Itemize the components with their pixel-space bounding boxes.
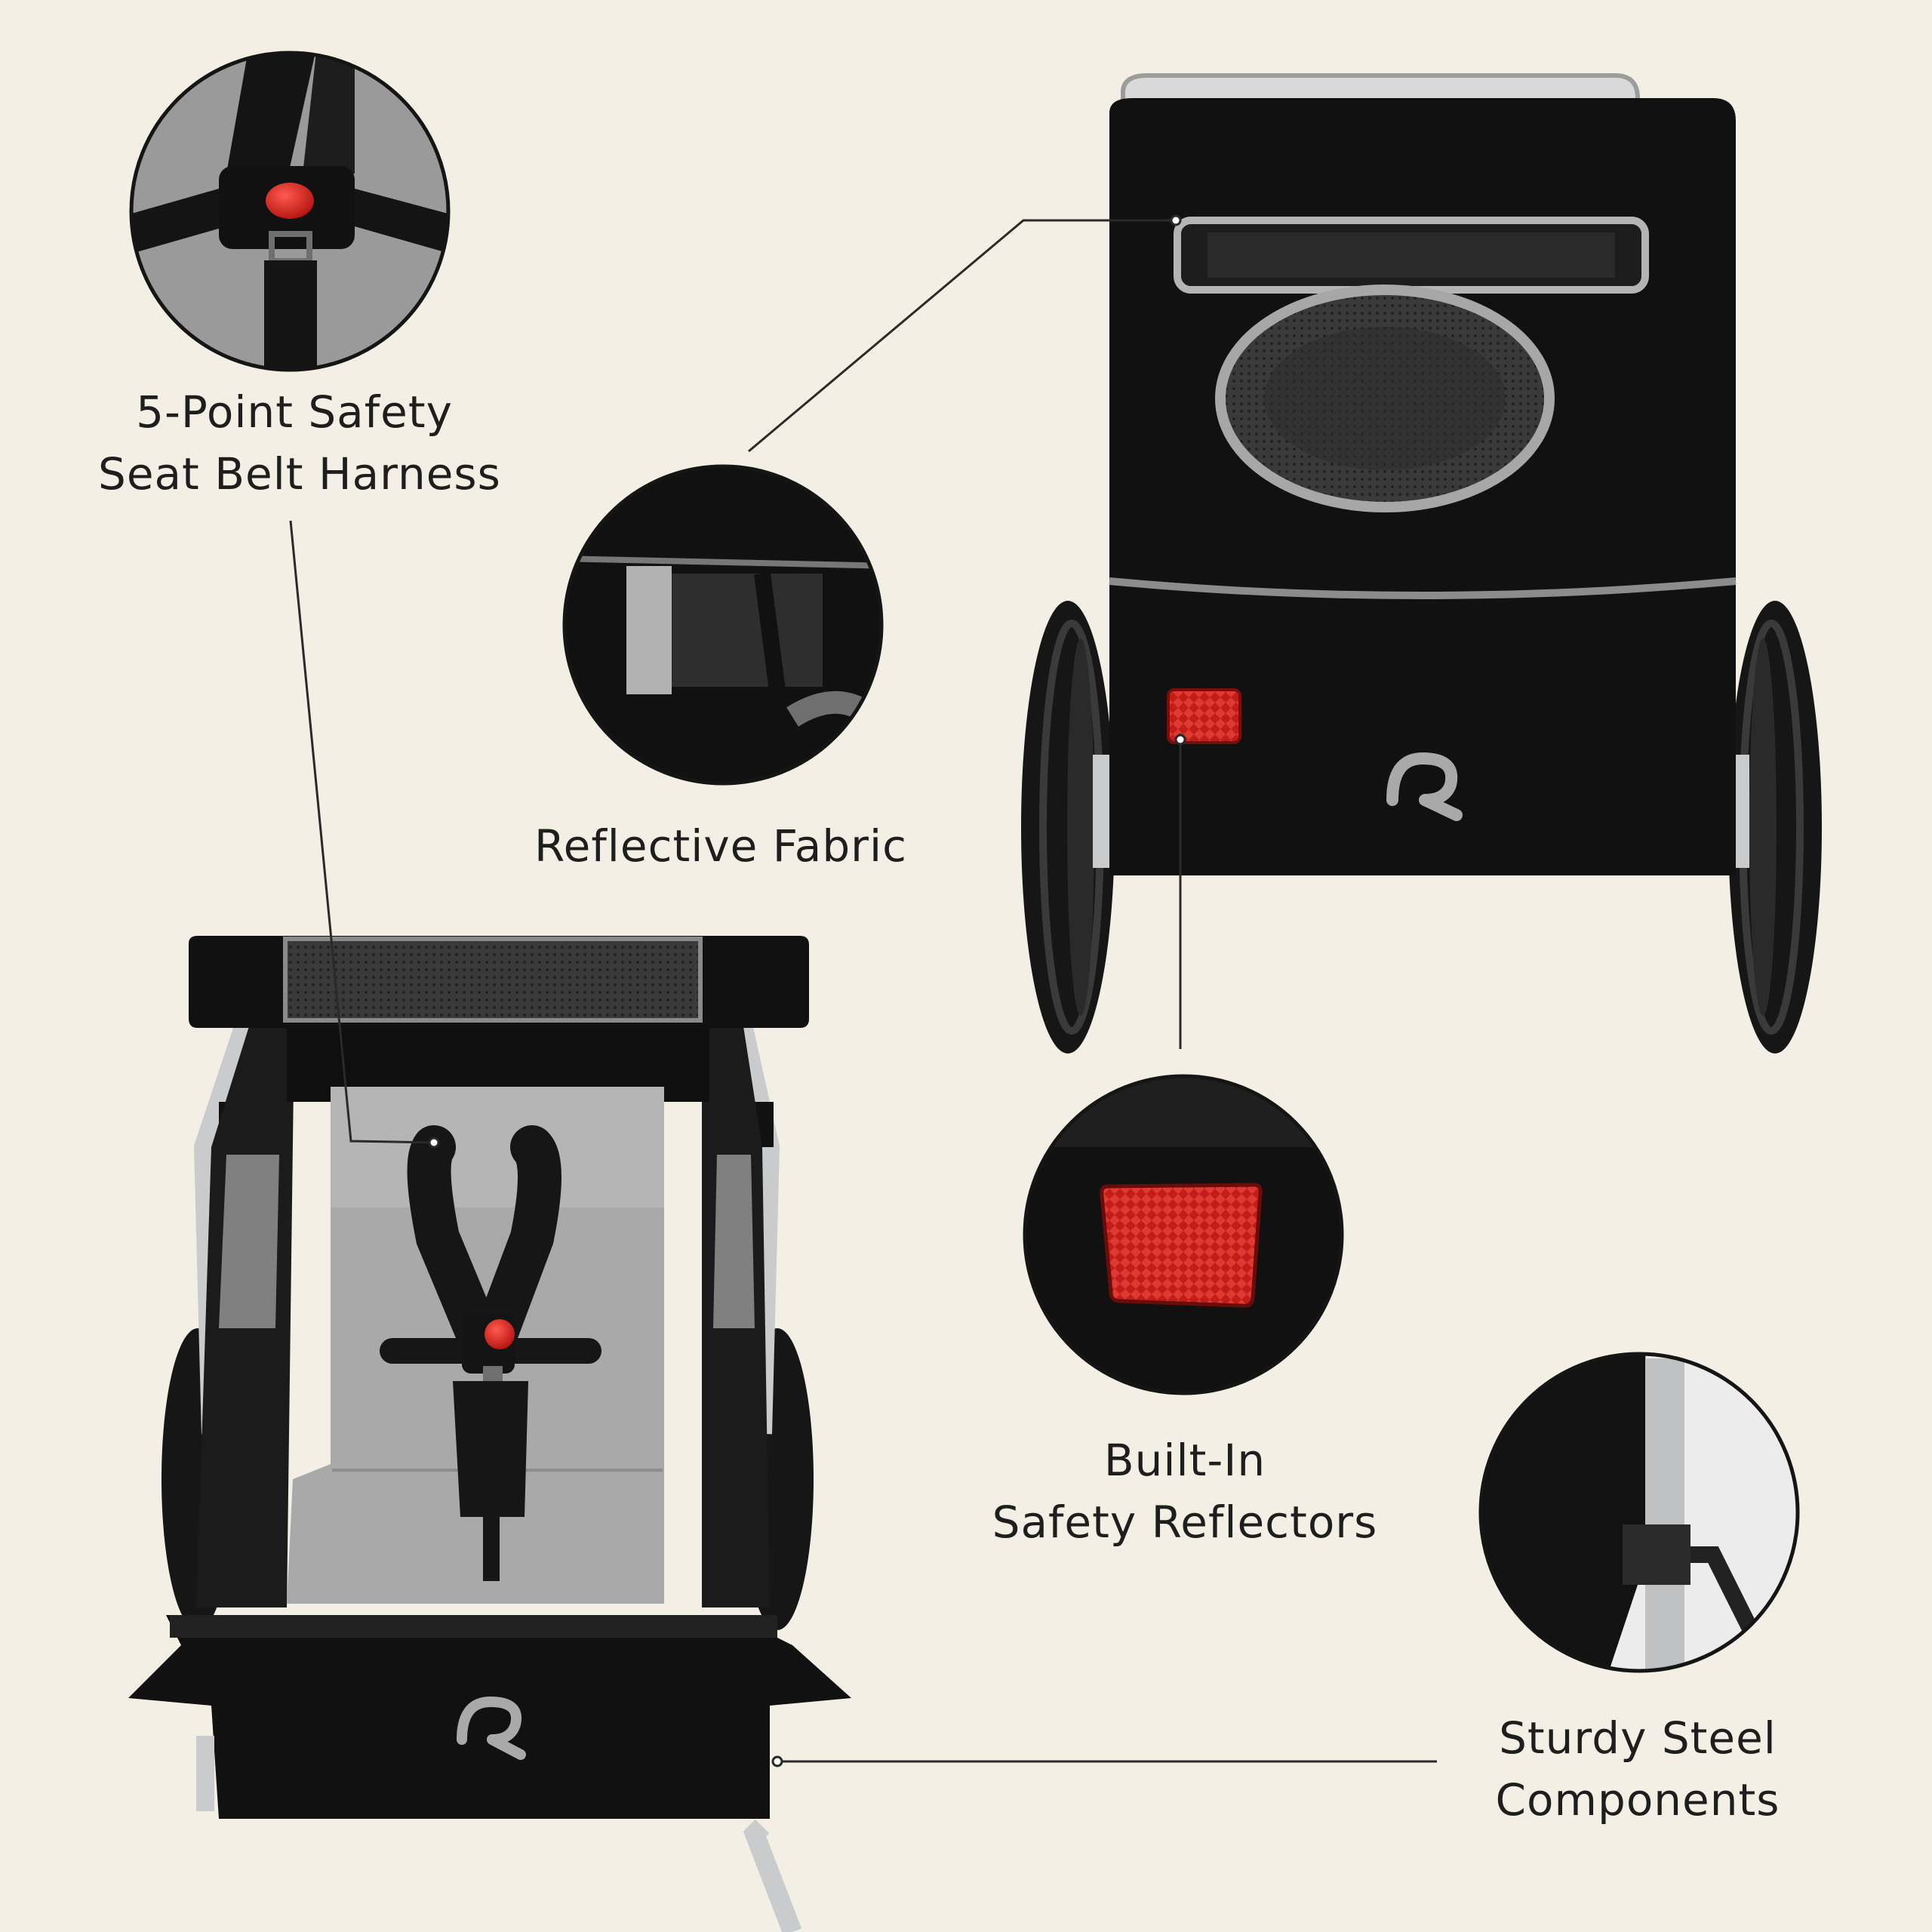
- reflectors-label-line1: Built-In: [1103, 1435, 1266, 1486]
- red-buckle-button: [485, 1319, 515, 1349]
- steel-feature-label: Sturdy Steel Components: [1449, 1707, 1826, 1831]
- front-view-trailer: [128, 936, 851, 1932]
- steel-label-line1: Sturdy Steel: [1499, 1712, 1777, 1764]
- stylized-R-logo-icon: [1386, 752, 1463, 821]
- reflective-fabric-detail-circle: [562, 464, 884, 786]
- right-wheel: [1728, 601, 1822, 1054]
- steel-components-detail-circle: [1478, 1352, 1800, 1673]
- harness-feature-label: 5-Point Safety Seat Belt Harness: [98, 381, 501, 505]
- steel-label-line2: Components: [1495, 1774, 1780, 1826]
- leader-dots: [428, 214, 1186, 1767]
- reflectors-label-line2: Safety Reflectors: [992, 1497, 1378, 1548]
- harness-label-line1: 5-Point Safety: [136, 386, 453, 438]
- fabric-label-line1: Reflective Fabric: [534, 820, 908, 872]
- rear-view-trailer: [1021, 73, 1822, 1054]
- rear-reflector: [1167, 688, 1241, 744]
- leader-lines: [289, 219, 1437, 1763]
- stylized-R-logo-icon: [457, 1697, 526, 1760]
- fabric-feature-label: Reflective Fabric: [521, 815, 921, 877]
- seat-harness: [380, 1125, 601, 1581]
- harness-label-line2: Seat Belt Harness: [98, 448, 501, 500]
- harness-detail-circle: [129, 51, 451, 372]
- red-buckle-button: [266, 183, 314, 219]
- reflector-detail-circle: [1023, 1074, 1344, 1395]
- reflectors-feature-label: Built-In Safety Reflectors: [981, 1429, 1389, 1553]
